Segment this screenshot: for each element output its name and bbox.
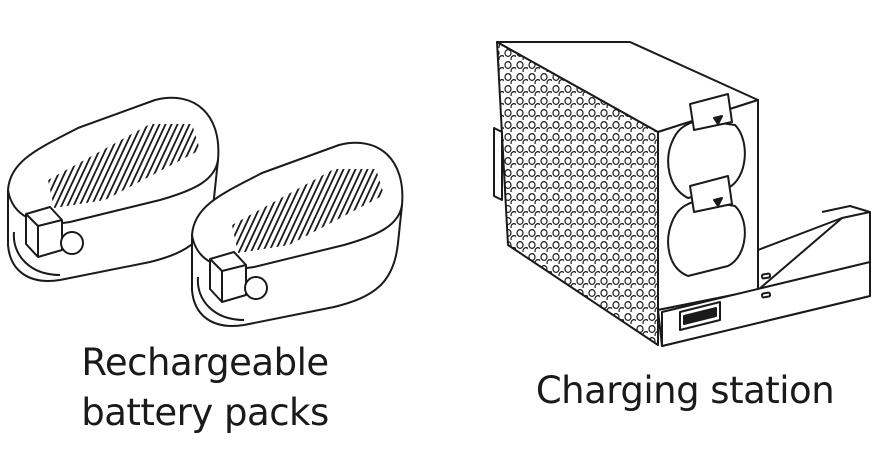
battery-packs-caption-line2: battery packs — [81, 391, 329, 434]
battery-packs-caption-line1: Rechargeable — [81, 341, 329, 384]
charging-station-icon — [493, 41, 871, 347]
battery-packs-caption: Rechargeable battery packs — [70, 338, 340, 438]
battery-pack-icon — [7, 96, 220, 282]
charging-station-caption: Charging station — [535, 369, 835, 412]
battery-pack-icon — [191, 141, 404, 327]
